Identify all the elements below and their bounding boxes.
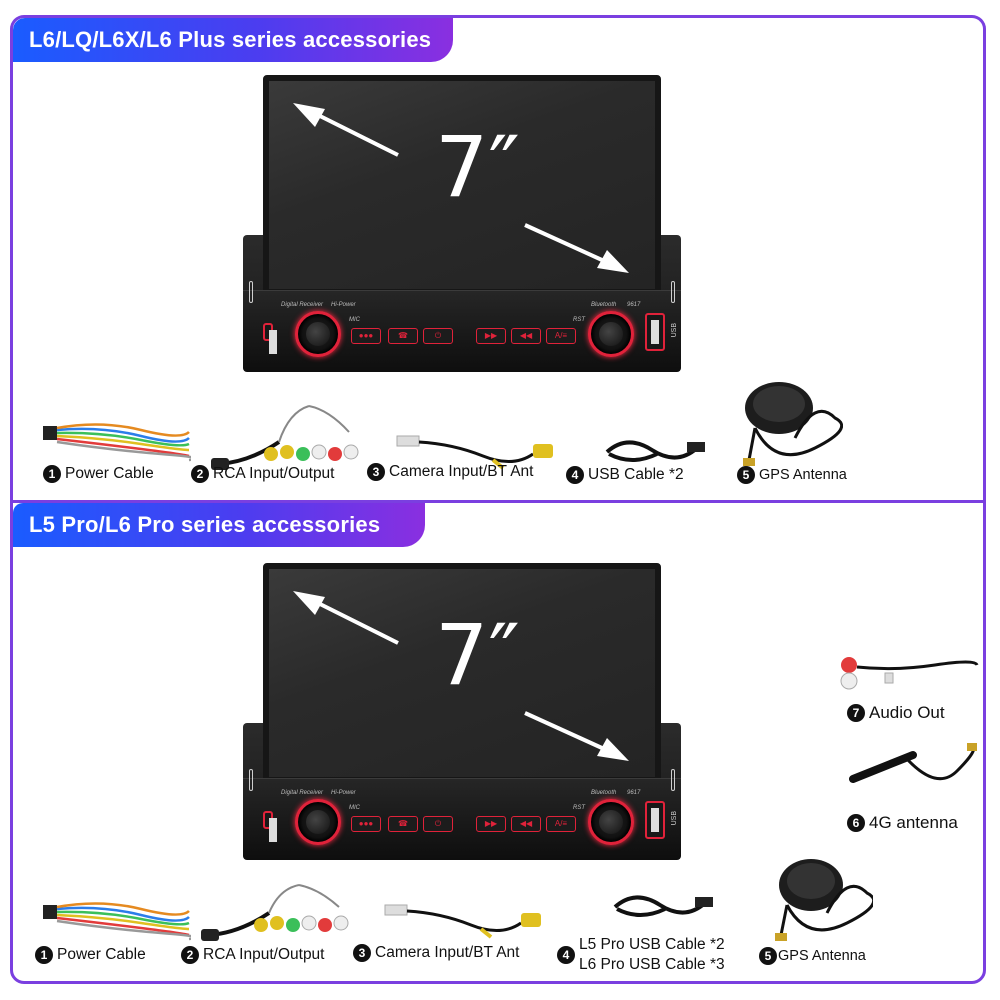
volume-knob [295,311,341,357]
power-button: ⏻ [423,816,453,832]
4g-antenna-image [849,743,977,783]
camera-cable-image [396,435,553,470]
section-title: L6/LQ/L6X/L6 Plus series accessories [29,27,432,52]
aux-port [263,811,277,842]
accessory-camera-cable: 3 Camera Input/BT Ant [367,463,533,481]
accessory-4g-antenna: 6 4G antenna [847,813,958,833]
gps-antenna-image [775,859,873,941]
power-cable-image [43,902,191,941]
section-title: L5 Pro/L6 Pro series accessories [29,512,381,537]
accessory-usb-cable: 4 L5 Pro USB Cable *2 L6 Pro USB Cable *… [557,935,725,975]
brand-right: Hi-Power [331,790,356,796]
usb-port-label: USB [671,323,678,338]
aux-port [263,323,277,354]
phone-button: ☎ [388,816,418,832]
accessory-gps-antenna: 5 GPS Antenna [737,466,847,484]
av-button: A/≡ [546,328,576,344]
brand-right: Hi-Power [331,302,356,308]
accessory-power-cable: 1 Power Cable [43,465,154,483]
accessory-gps-antenna: 5 GPS Antenna [759,947,866,965]
screen-size-text: 7″ [435,118,520,216]
rca-cable-image [201,884,349,941]
prev-button: ◀◀ [511,328,541,344]
section-l5-pro-accessories: L5 Pro/L6 Pro series accessories 7″ Digi… [10,500,986,984]
mic-label: MIC [349,805,360,811]
prev-button: ◀◀ [511,816,541,832]
tune-knob [588,799,634,845]
section-title-banner: L5 Pro/L6 Pro series accessories [13,503,425,547]
camera-cable-image [384,904,541,939]
audio-out-cable-image [840,657,979,690]
usb-port [645,313,665,351]
av-button: A/≡ [546,816,576,832]
accessory-rca-cable: 2 RCA Input/Output [191,465,335,483]
rst-label: RST [573,805,585,811]
usb-port-label: USB [671,811,678,826]
rca-cable-image [211,405,359,470]
usb-port [645,801,665,839]
gps-antenna-image [743,382,843,466]
diagonal-arrows-icon [293,591,629,761]
brand-left: Digital Receiver [281,302,324,308]
next-button: ▶▶ [476,328,506,344]
model-label: 9617 [627,790,641,796]
mode-button: ●●● [351,328,381,344]
accessory-rca-cable: 2 RCA Input/Output [181,946,325,964]
brand-left: Digital Receiver [281,790,324,796]
next-button: ▶▶ [476,816,506,832]
rst-label: RST [573,317,585,323]
faceplate: Digital Receiver Hi-Power Bluetooth 9617… [243,769,681,860]
power-button: ⏻ [423,328,453,344]
mic-label: MIC [349,317,360,323]
accessory-camera-cable: 3 Camera Input/BT Ant [353,944,519,962]
faceplate: Digital Receiver Hi-Power Bluetooth 9617… [243,281,681,372]
bluetooth-label: Bluetooth [591,790,617,796]
volume-knob [295,799,341,845]
accessory-power-cable: 1 Power Cable [35,946,146,964]
phone-button: ☎ [388,328,418,344]
section-title-banner: L6/LQ/L6X/L6 Plus series accessories [13,18,453,62]
usb-cable-image [605,440,705,462]
usb-cable-image [613,895,713,917]
accessory-audio-out: 7 Audio Out [847,703,945,723]
section-l6-accessories: L6/LQ/L6X/L6 Plus series accessories 7″ … [10,15,986,501]
screen-size-text: 7″ [435,606,520,704]
mode-button: ●●● [351,816,381,832]
diagonal-arrows-icon [293,103,629,273]
model-label: 9617 [627,302,641,308]
accessory-usb-cable: 4 USB Cable *2 [566,466,684,484]
power-cable-image [43,423,191,462]
bluetooth-label: Bluetooth [591,302,617,308]
tune-knob [588,311,634,357]
